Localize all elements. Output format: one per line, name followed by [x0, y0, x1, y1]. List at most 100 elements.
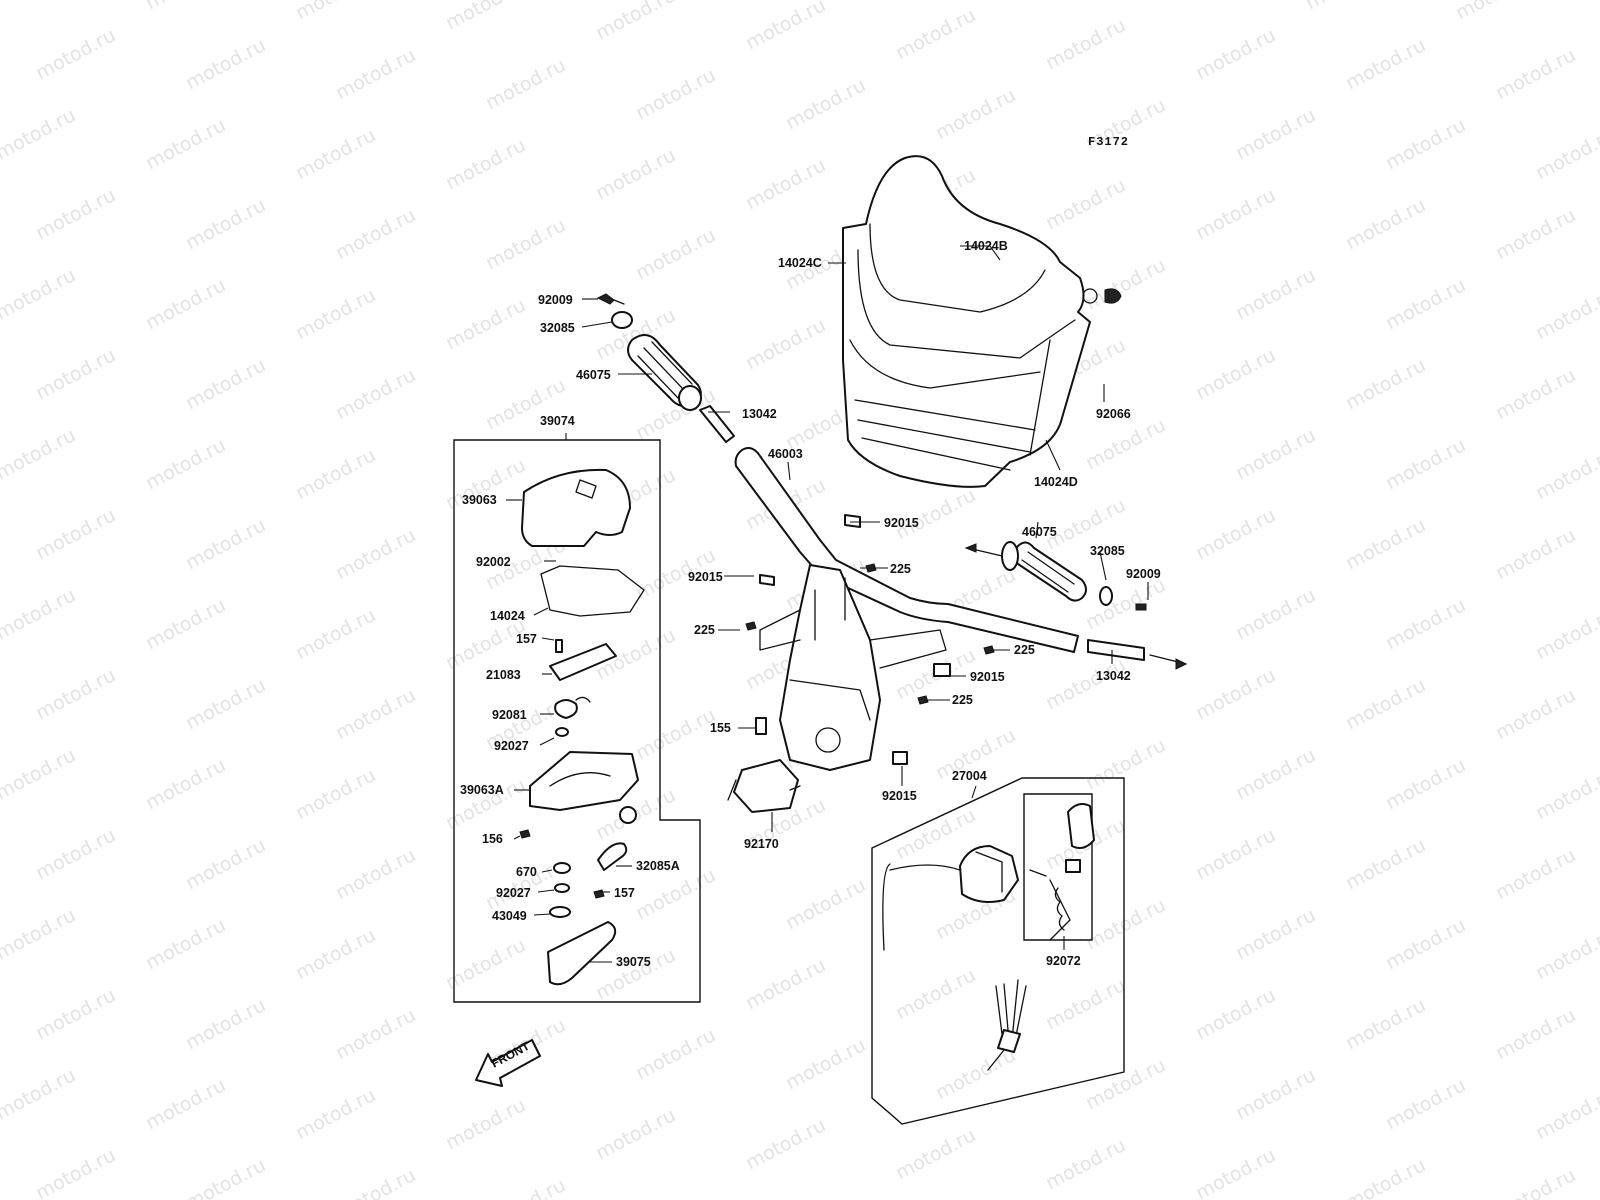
watermark-text: motod.ru	[32, 504, 119, 564]
label-27004: 27004	[952, 769, 987, 783]
watermark-text: motod.ru	[0, 264, 79, 324]
label-92027-top: 92027	[494, 739, 529, 753]
watermark-text: motod.ru	[1342, 674, 1429, 734]
watermark-text: motod.ru	[1382, 274, 1469, 334]
watermark-text: motod.ru	[782, 874, 869, 934]
watermark-text: motod.ru	[1232, 744, 1319, 804]
watermark-text: motod.ru	[1532, 284, 1600, 344]
watermark-text: motod.ru	[332, 204, 419, 264]
watermark-text: motod.ru	[32, 1144, 119, 1200]
watermark-text: motod.ru	[0, 584, 79, 644]
watermark-text: motod.ru	[1042, 1134, 1129, 1194]
watermark-text: motod.ru	[182, 354, 269, 414]
watermark-text: motod.ru	[1192, 344, 1279, 404]
watermark-text: motod.ru	[742, 1114, 829, 1174]
watermark-text: motod.ru	[782, 1034, 869, 1094]
watermark-text: motod.ru	[1532, 924, 1600, 984]
label-32085-right: 32085	[1090, 544, 1125, 558]
part-labels: 92009 32085 46075 13042 14024B 14024C 92…	[460, 239, 1161, 969]
label-92009-right: 92009	[1126, 567, 1161, 581]
label-92015-a: 92015	[884, 516, 919, 530]
watermark-text: motod.ru	[1342, 34, 1429, 94]
label-92170: 92170	[744, 837, 779, 851]
watermark-text: motod.ru	[1492, 684, 1579, 744]
watermark-text: motod.ru	[332, 1004, 419, 1064]
watermark-text: motod.ru	[0, 0, 79, 4]
watermark-text: motod.ru	[442, 1094, 529, 1154]
watermark-text: motod.ru	[892, 484, 979, 544]
label-157-top: 157	[516, 632, 537, 646]
watermark-text: motod.ru	[0, 744, 79, 804]
watermark-text: motod.ru	[1192, 504, 1279, 564]
watermark-text: motod.ru	[1492, 364, 1579, 424]
watermark-text: motod.ru	[442, 934, 529, 994]
watermark-text: motod.ru	[1492, 844, 1579, 904]
label-14024: 14024	[490, 609, 525, 623]
watermark-text: motod.ru	[442, 134, 529, 194]
watermark-text: motod.ru	[142, 754, 229, 814]
label-225-a: 225	[890, 562, 911, 576]
watermark-text: motod.ru	[142, 914, 229, 974]
watermark-text: motod.ru	[0, 424, 79, 484]
watermark-text: motod.ru	[892, 964, 979, 1024]
label-32085A: 32085A	[636, 859, 680, 873]
watermark-text: motod.ru	[292, 604, 379, 664]
watermark-text: motod.ru	[1492, 524, 1579, 584]
watermark-text: motod.ru	[1342, 514, 1429, 574]
watermark-text: motod.ru	[1492, 1004, 1579, 1064]
watermark-text: motod.ru	[1342, 194, 1429, 254]
watermark-text: motod.ru	[32, 984, 119, 1044]
watermark-text: motod.ru	[1192, 184, 1279, 244]
watermark-text: motod.ru	[1492, 1164, 1579, 1200]
label-39074: 39074	[540, 414, 575, 428]
label-92002: 92002	[476, 555, 511, 569]
watermark-text: motod.ru	[32, 824, 119, 884]
watermark-text: motod.ru	[1082, 734, 1169, 794]
handlebar-cover	[842, 155, 1122, 488]
watermark-text: motod.ru	[1192, 664, 1279, 724]
watermark-text: motod.ru	[742, 154, 829, 214]
watermark-text: motod.ru	[182, 34, 269, 94]
label-92072: 92072	[1046, 954, 1081, 968]
watermark-text: motod.ru	[592, 144, 679, 204]
watermark-text: motod.ru	[142, 434, 229, 494]
switch-box-assembly	[453, 439, 701, 1003]
watermark-text: motod.ru	[292, 764, 379, 824]
watermark-text: motod.ru	[32, 344, 119, 404]
watermark-text: motod.ru	[932, 84, 1019, 144]
watermark-text: motod.ru	[442, 0, 529, 34]
switch-unit-assembly	[871, 777, 1125, 1125]
watermark-text: motod.ru	[1042, 974, 1129, 1034]
label-157-bottom: 157	[614, 886, 635, 900]
watermark-text: motod.ru	[742, 0, 829, 54]
watermark-text: motod.ru	[332, 1164, 419, 1200]
label-92015-c: 92015	[970, 670, 1005, 684]
watermark-text: motod.ru	[1532, 764, 1600, 824]
left-grip-assembly	[596, 293, 735, 443]
watermark-text: motod.ru	[1342, 994, 1429, 1054]
watermark-text: motod.ru	[142, 114, 229, 174]
watermark-text: motod.ru	[332, 364, 419, 424]
watermark-text: motod.ru	[482, 1174, 569, 1200]
label-92027-bottom: 92027	[496, 886, 531, 900]
watermark-text: motod.ru	[1082, 894, 1169, 954]
watermark-text: motod.ru	[1382, 1074, 1469, 1134]
watermark-text: motod.ru	[1082, 254, 1169, 314]
watermark-text: motod.ru	[1492, 204, 1579, 264]
watermark-text: motod.ru	[632, 224, 719, 284]
watermark-text: motod.ru	[1042, 654, 1129, 714]
watermark-text: motod.ru	[1232, 1064, 1319, 1124]
watermark-text: motod.ru	[182, 674, 269, 734]
watermark-text: motod.ru	[332, 684, 419, 744]
label-225-d: 225	[952, 693, 973, 707]
watermark-text: motod.ru	[592, 944, 679, 1004]
watermark-text: motod.ru	[332, 524, 419, 584]
watermark-text: motod.ru	[0, 904, 79, 964]
watermark-text: motod.ru	[1082, 1054, 1169, 1114]
watermark-text: motod.ru	[632, 64, 719, 124]
watermark-text: motod.ru	[32, 664, 119, 724]
label-92066: 92066	[1096, 407, 1131, 421]
watermark-text: motod.ru	[142, 594, 229, 654]
